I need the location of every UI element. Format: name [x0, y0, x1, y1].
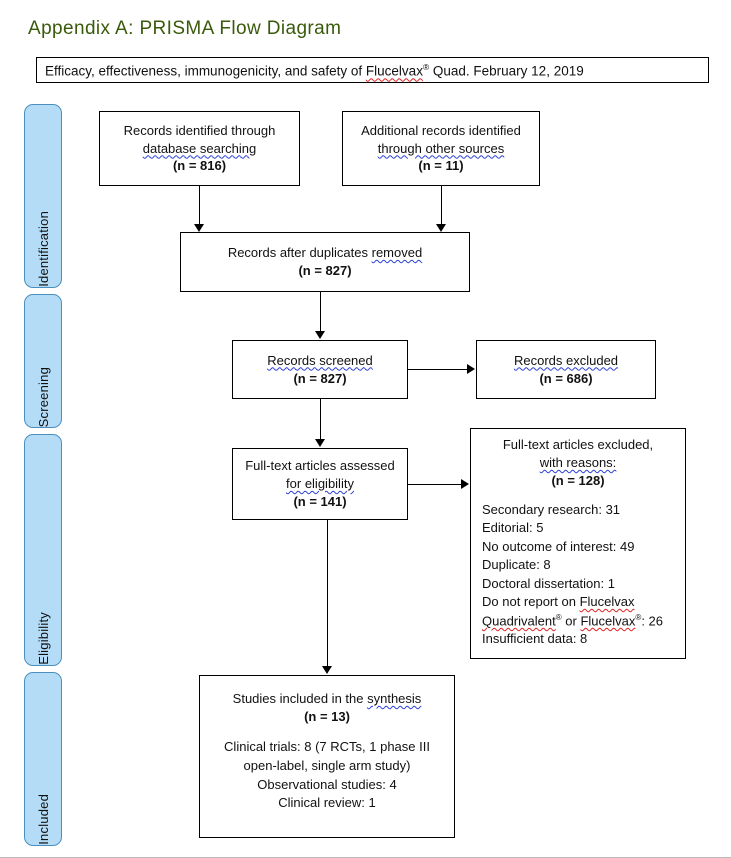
connector-fulltext-to-included [327, 520, 328, 668]
stage-label-included-text: Included [35, 794, 51, 845]
box-records-identified-database-count: (n = 816) [172, 158, 227, 174]
box-fulltext-excluded: Full-text articles excluded, with reason… [470, 428, 686, 659]
box-records-identified-database-line1: Records identified through [123, 122, 276, 138]
box-fulltext-assessed-line2: for eligibility [286, 476, 354, 492]
connector-fulltext-to-excluded [408, 484, 462, 485]
included-detail-item: Clinical review: 1 [278, 795, 376, 811]
subtitle-text: Efficacy, effectiveness, immunogenicity,… [37, 62, 584, 79]
stage-label-screening: Screening [24, 294, 62, 428]
box-fulltext-excluded-heading: Full-text articles excluded, with reason… [471, 436, 685, 490]
connector-other-to-duplicates [441, 186, 442, 226]
arrowhead-duplicates-to-screened-icon [315, 331, 325, 339]
registered-mark-icon: ® [422, 61, 430, 72]
box-records-identified-other-line1: Additional records identified [361, 122, 521, 138]
included-detail-item: open-label, single arm study) [243, 757, 411, 773]
box-records-identified-database-line2: database searching [142, 140, 257, 156]
stage-label-identification: Identification [24, 104, 62, 288]
box-studies-included-line1: Studies included in the synthesis [232, 691, 422, 706]
stage-label-eligibility-text: Eligibility [35, 612, 51, 665]
box-records-identified-database: Records identified through database sear… [99, 111, 300, 186]
exclusion-reason-item: Insufficient data: 8 [482, 631, 588, 647]
box-records-identified-other-line2: through other sources [377, 140, 505, 156]
connector-db-to-duplicates [199, 186, 200, 226]
page-title: Appendix A: PRISMA Flow Diagram [28, 18, 342, 39]
connector-duplicates-to-screened [320, 292, 321, 332]
box-records-identified-other: Additional records identified through ot… [342, 111, 540, 186]
exclusion-reason-item: Duplicate: 8 [482, 557, 551, 573]
included-detail-item: Observational studies: 4 [257, 776, 397, 792]
arrowhead-fulltext-to-included-icon [322, 666, 332, 674]
connector-screened-to-fulltext [320, 399, 321, 440]
exclusion-reason-item: Doctoral dissertation: 1 [482, 575, 615, 591]
stage-label-identification-text: Identification [35, 211, 51, 287]
box-fulltext-excluded-count: (n = 128) [551, 472, 605, 488]
arrowhead-screened-to-fulltext-icon [315, 439, 325, 447]
arrowhead-fulltext-to-excluded-icon [461, 479, 469, 489]
box-records-after-duplicates-count: (n = 827) [298, 263, 352, 278]
exclusion-reason-item: Quadrivalent® or Flucelvax®: 26 [482, 612, 663, 628]
stage-label-included: Included [24, 672, 62, 846]
box-records-screened: Records screened (n = 827) [232, 340, 408, 399]
box-records-identified-other-count: (n = 11) [418, 158, 464, 174]
box-fulltext-excluded-line2: with reasons: [539, 454, 617, 470]
subtitle-prefix: Efficacy, effectiveness, immunogenicity,… [45, 63, 366, 79]
box-records-excluded-line1: Records excluded [513, 352, 619, 368]
box-records-screened-count: (n = 827) [293, 370, 347, 386]
stage-label-screening-text: Screening [35, 366, 51, 427]
box-fulltext-assessed-line1: Full-text articles assessed [245, 458, 395, 474]
box-records-after-duplicates-line1: Records after duplicates removed [227, 245, 423, 261]
exclusion-reason-item: Secondary research: 31 [482, 501, 621, 517]
exclusion-reason-item: Do not report on Flucelvax [482, 594, 635, 610]
connector-screened-to-excluded [408, 369, 468, 370]
arrowhead-other-to-duplicates-icon [436, 224, 446, 232]
arrowhead-db-to-duplicates-icon [194, 224, 204, 232]
exclusion-reasons-list: Secondary research: 31 Editorial: 5 No o… [471, 501, 685, 649]
box-fulltext-excluded-line1: Full-text articles excluded, [502, 437, 654, 452]
exclusion-reason-item: Editorial: 5 [482, 520, 544, 536]
box-studies-included-count: (n = 13) [304, 708, 350, 724]
box-records-screened-line1: Records screened [267, 352, 373, 368]
box-records-excluded: Records excluded (n = 686) [476, 340, 656, 399]
product-name: Flucelvax [365, 63, 423, 79]
subtitle-suffix: Quad. February 12, 2019 [429, 63, 584, 79]
arrowhead-screened-to-excluded-icon [467, 364, 475, 374]
exclusion-reason-item: No outcome of interest: 49 [482, 538, 635, 554]
box-records-after-duplicates: Records after duplicates removed (n = 82… [180, 232, 470, 292]
box-studies-included-heading: Studies included in the synthesis (n = 1… [200, 690, 454, 726]
box-fulltext-assessed-count: (n = 141) [293, 493, 347, 509]
box-records-excluded-count: (n = 686) [539, 370, 593, 386]
included-detail-item: Clinical trials: 8 (7 RCTs, 1 phase III [224, 738, 430, 754]
included-details-list: Clinical trials: 8 (7 RCTs, 1 phase III … [200, 738, 454, 813]
box-studies-included: Studies included in the synthesis (n = 1… [199, 675, 455, 838]
stage-label-eligibility: Eligibility [24, 434, 62, 666]
box-fulltext-assessed: Full-text articles assessed for eligibil… [232, 448, 408, 520]
subtitle-banner: Efficacy, effectiveness, immunogenicity,… [36, 57, 709, 83]
